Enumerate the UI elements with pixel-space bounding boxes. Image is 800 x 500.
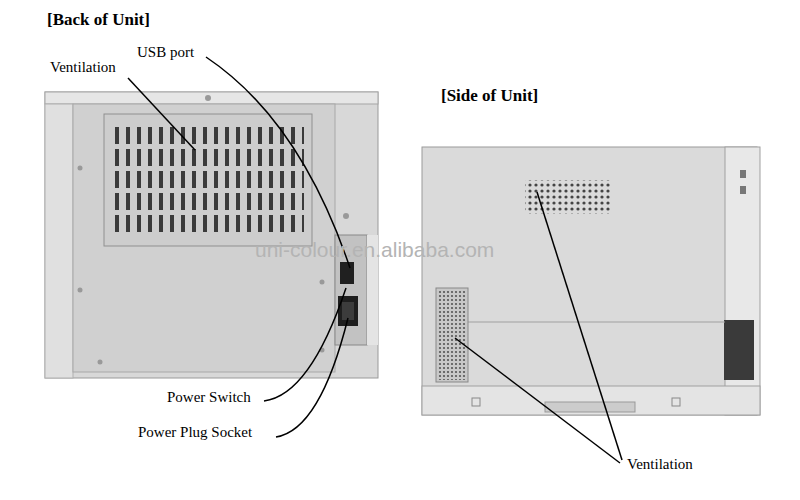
part-label: Ventilation	[50, 59, 116, 76]
watermark: uni-colour.en.alibaba.com	[255, 238, 494, 262]
heading-label: [Back of Unit]	[47, 10, 150, 30]
leader-line	[206, 57, 350, 268]
leader-line	[276, 318, 348, 437]
leader-line	[128, 78, 195, 150]
leader-line	[455, 338, 620, 463]
leader-line	[537, 192, 622, 460]
part-label: Power Plug Socket	[138, 424, 252, 441]
side-unit	[422, 147, 760, 415]
part-label: USB port	[137, 44, 194, 61]
leader-line	[264, 288, 346, 401]
leader-lines	[128, 57, 622, 463]
part-label: Ventilation	[627, 456, 693, 473]
part-label: Power Switch	[167, 389, 251, 406]
heading-label: [Side of Unit]	[441, 86, 538, 106]
